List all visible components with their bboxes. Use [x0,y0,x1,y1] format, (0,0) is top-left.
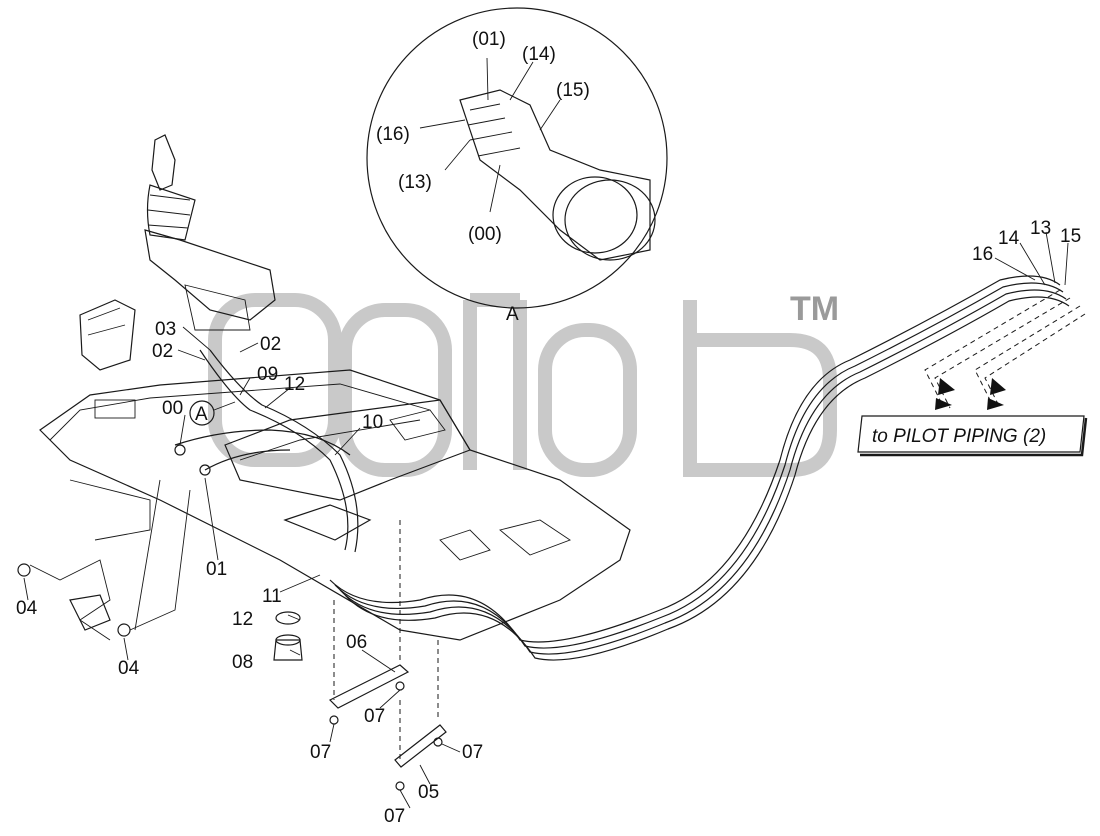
pilot-piping-text: to PILOT PIPING (2) [872,426,1046,447]
pilot-hoses [329,275,1070,661]
label-leaders [23,231,1069,809]
detail-label-13: (13) [398,172,432,193]
joystick-console [144,134,276,331]
callout-a: A [189,400,236,426]
part-label-14: 14 [998,228,1020,249]
seat-base [224,399,471,541]
small-parts [17,444,447,791]
part-label-07-bottom: 07 [384,806,405,827]
callout-a-label: A [195,404,208,425]
detail-label-15: (15) [556,80,590,101]
detail-label-14: (14) [522,44,556,65]
part-label-02-right: 02 [260,334,281,355]
detail-label-01: (01) [472,29,506,50]
watermark-logo: TM [208,290,839,477]
part-label-00: 00 [162,398,183,419]
part-label-09: 09 [257,364,278,385]
trademark-text: TM [790,290,839,328]
left-bracket [29,479,191,641]
part-label-07-right: 07 [462,742,483,763]
part-label-12-bottom: 12 [232,609,253,630]
hose-bundle [174,349,359,553]
pilot-piping-box: to PILOT PIPING (2) [857,415,1088,457]
part-label-05: 05 [418,782,439,803]
part-label-02-left: 02 [152,341,173,362]
pilot-dashed-leaders [924,289,1086,410]
part-label-01: 01 [206,559,227,580]
part-label-03: 03 [155,319,176,340]
part-label-11: 11 [262,586,282,607]
part-label-07-left: 07 [310,742,331,763]
part-label-12-top: 12 [284,374,305,395]
part-label-06: 06 [346,632,367,653]
part-label-04-right: 04 [118,658,140,679]
part-label-04-left: 04 [16,598,38,619]
part-label-16: 16 [972,244,993,265]
detail-view-circle: A (01) (14) (15) (16) (13) (00) [366,7,668,325]
part-label-07-mid: 07 [364,706,385,727]
part-label-13: 13 [1030,218,1051,239]
part-label-15: 15 [1060,226,1081,247]
part-labels: 03 02 02 09 12 00 10 01 11 12 08 04 04 0… [16,218,1081,827]
part-label-08: 08 [232,652,253,673]
part-label-10: 10 [362,412,383,433]
detail-marker-a: A [506,304,519,325]
detail-label-00: (00) [468,224,502,245]
control-valve [79,299,136,371]
floor-plate [39,369,631,641]
detail-label-16: (16) [376,124,410,145]
